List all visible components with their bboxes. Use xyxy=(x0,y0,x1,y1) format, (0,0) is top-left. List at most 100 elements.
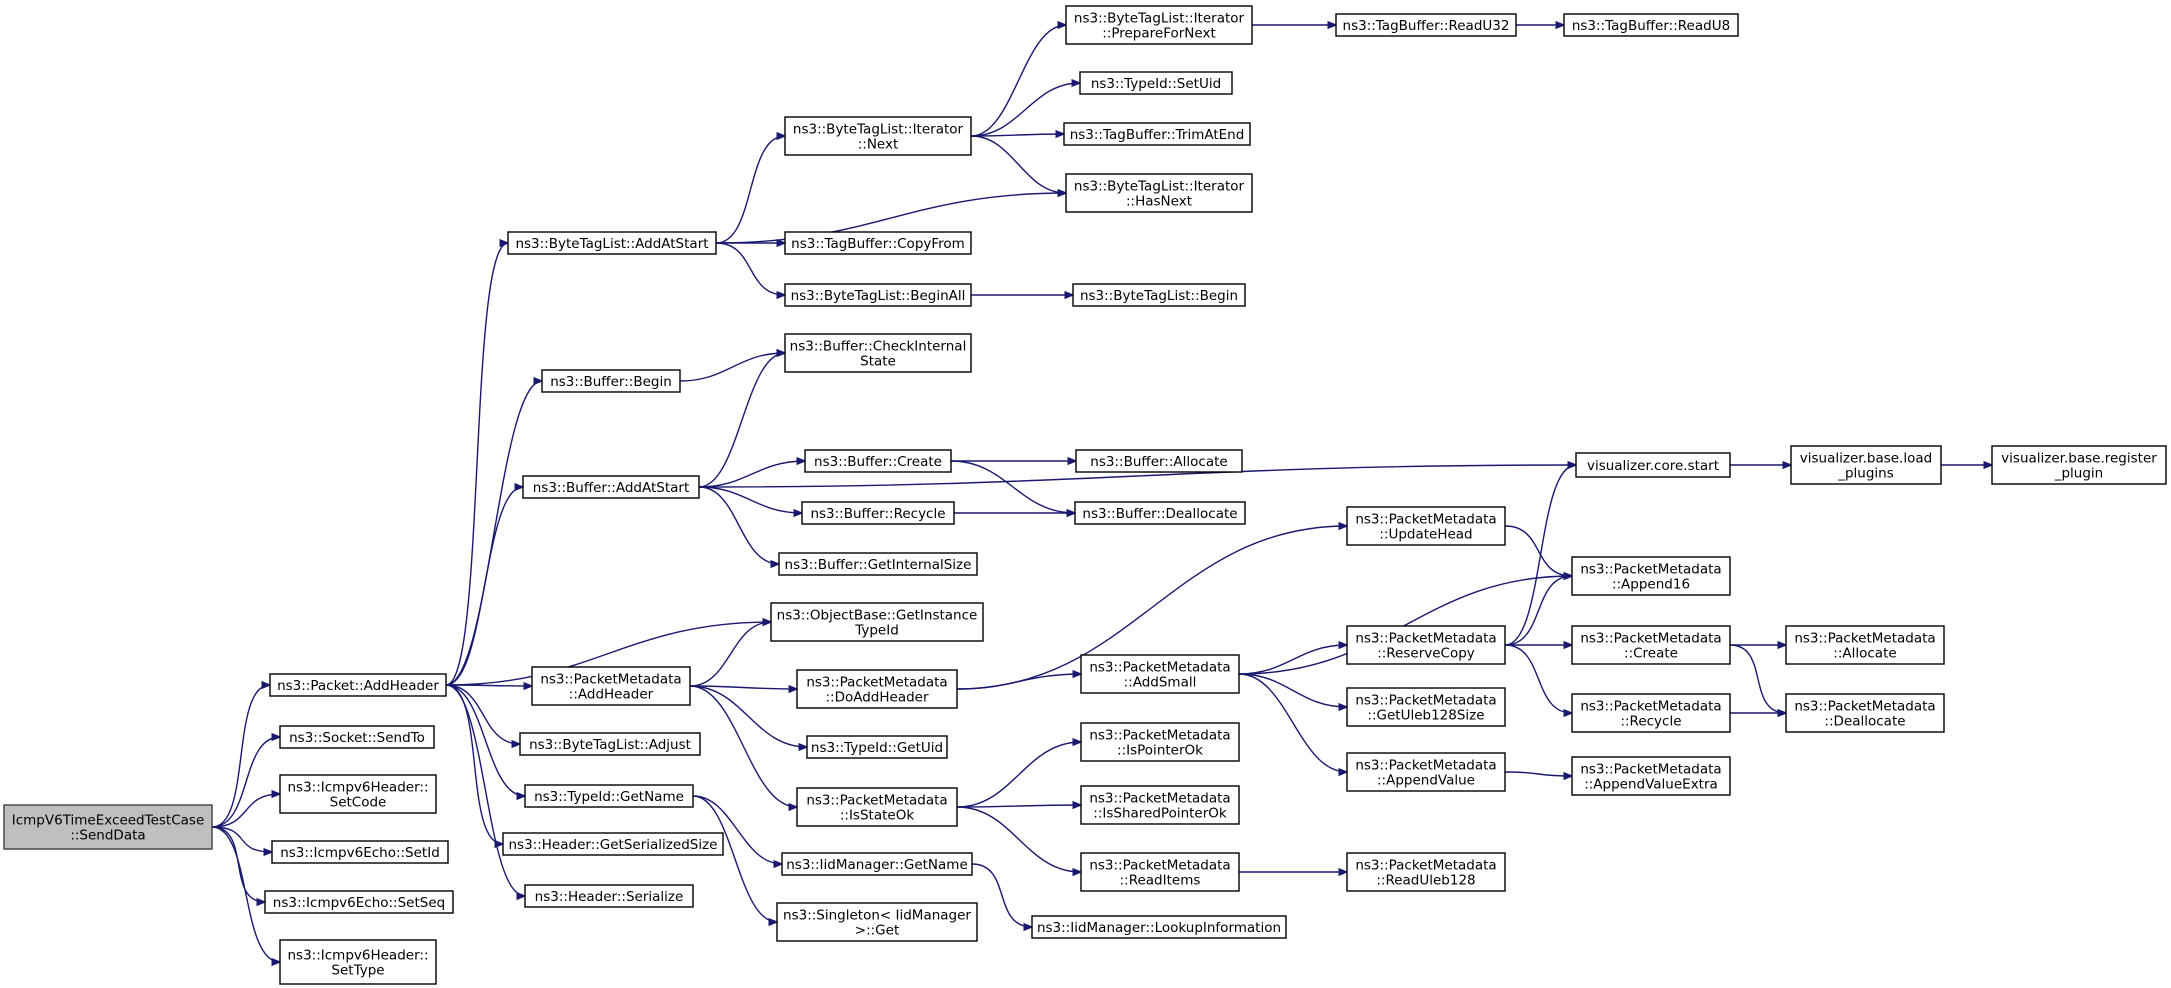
node-buf-addatstart[interactable]: ns3::Buffer::AddAtStart xyxy=(522,475,700,499)
node-label: ::Recycle xyxy=(1620,714,1681,730)
edge-pm-reservecopy-to-vis-start xyxy=(1504,465,1576,646)
node-tb-readu8[interactable]: ns3::TagBuffer::ReadU8 xyxy=(1563,13,1739,37)
node-buf-getinternalsize[interactable]: ns3::Buffer::GetInternalSize xyxy=(778,552,978,576)
node-singleton-get[interactable]: ns3::Singleton< IidManager>::Get xyxy=(776,902,978,942)
node-btl-addatstart[interactable]: ns3::ByteTagList::AddAtStart xyxy=(507,231,717,255)
node-pm-reservecopy[interactable]: ns3::PacketMetadata::ReserveCopy xyxy=(1346,625,1506,665)
edge-pkt-addheader-to-ob-getinstancetypeid xyxy=(445,622,771,686)
node-pm-recycle[interactable]: ns3::PacketMetadata::Recycle xyxy=(1571,693,1731,733)
node-socket-sendto[interactable]: ns3::Socket::SendTo xyxy=(279,725,435,749)
edge-btl-addatstart-to-btli-hasnext xyxy=(715,193,1066,244)
node-label: ns3::ObjectBase::GetInstance xyxy=(777,608,978,624)
node-label: ns3::TagBuffer::ReadU32 xyxy=(1343,18,1510,34)
node-btli-hasnext[interactable]: ns3::ByteTagList::Iterator::HasNext xyxy=(1065,173,1253,213)
node-btli-prepare[interactable]: ns3::ByteTagList::Iterator::PrepareForNe… xyxy=(1065,5,1253,45)
node-icmp-setcode[interactable]: ns3::Icmpv6Header::SetCode xyxy=(279,774,437,814)
node-pm-readitems[interactable]: ns3::PacketMetadata::ReadItems xyxy=(1080,852,1240,892)
node-label: ::PrepareForNext xyxy=(1102,26,1216,42)
node-tb-trimatend[interactable]: ns3::TagBuffer::TrimAtEnd xyxy=(1063,122,1251,146)
node-box xyxy=(279,725,435,749)
node-buf-recycle[interactable]: ns3::Buffer::Recycle xyxy=(801,501,955,525)
node-vis-start[interactable]: visualizer.core.start xyxy=(1575,452,1731,478)
node-buf-allocate[interactable]: ns3::Buffer::Allocate xyxy=(1075,449,1243,473)
node-typeid-setuid[interactable]: ns3::TypeId::SetUid xyxy=(1079,71,1233,95)
node-iid-getname[interactable]: ns3::IidManager::GetName xyxy=(781,852,973,876)
node-label: ::Create xyxy=(1624,646,1678,662)
edge-typeid-getname-to-singleton-get xyxy=(692,795,777,922)
node-icmp-settype[interactable]: ns3::Icmpv6Header::SetType xyxy=(279,939,437,985)
node-buf-begin[interactable]: ns3::Buffer::Begin xyxy=(541,369,681,393)
edge-iid-getname-to-iid-lookupinfo xyxy=(971,863,1032,927)
node-box xyxy=(1346,687,1506,727)
node-hdr-getsize[interactable]: ns3::Header::GetSerializedSize xyxy=(502,832,724,856)
node-box xyxy=(524,784,694,808)
edge-root-to-icmp-settype xyxy=(211,826,280,962)
edge-root-to-icmp-setcode xyxy=(211,794,280,828)
node-btli-next[interactable]: ns3::ByteTagList::Iterator::Next xyxy=(784,116,972,156)
node-box xyxy=(524,884,694,908)
node-root[interactable]: IcmpV6TimeExceedTestCase::SendData xyxy=(3,804,213,850)
node-label: ns3::PacketMetadata xyxy=(1089,858,1230,874)
node-box xyxy=(1346,852,1506,892)
node-box xyxy=(502,832,724,856)
node-label: visualizer.base.register xyxy=(2001,451,2157,467)
node-pm-addsmall[interactable]: ns3::PacketMetadata::AddSmall xyxy=(1080,654,1240,694)
node-label: ns3::PacketMetadata xyxy=(1580,562,1721,578)
node-btl-adjust[interactable]: ns3::ByteTagList::Adjust xyxy=(519,732,701,756)
node-pm-issharedpointerok[interactable]: ns3::PacketMetadata::IsSharedPointerOk xyxy=(1080,785,1240,825)
node-pm-append16[interactable]: ns3::PacketMetadata::Append16 xyxy=(1571,556,1731,596)
node-hdr-serialize[interactable]: ns3::Header::Serialize xyxy=(524,884,694,908)
edge-btl-addatstart-to-btli-next xyxy=(715,136,785,244)
node-pm-getuleb128size[interactable]: ns3::PacketMetadata::GetUleb128Size xyxy=(1346,687,1506,727)
node-label: _plugin xyxy=(2054,466,2104,482)
node-tb-readu32[interactable]: ns3::TagBuffer::ReadU32 xyxy=(1335,13,1517,37)
node-pm-updatehead[interactable]: ns3::PacketMetadata::UpdateHead xyxy=(1346,506,1506,546)
edge-pm-addsmall-to-pm-append16 xyxy=(1238,576,1572,675)
node-pm-allocate[interactable]: ns3::PacketMetadata::Allocate xyxy=(1785,625,1945,665)
edge-pm-addsmall-to-pm-appendvalue xyxy=(1238,673,1347,772)
node-label: ns3::ByteTagList::Iterator xyxy=(1074,11,1245,27)
node-pm-doaddheader[interactable]: ns3::PacketMetadata::DoAddHeader xyxy=(796,669,958,709)
node-buf-deallocate[interactable]: ns3::Buffer::Deallocate xyxy=(1074,501,1246,525)
node-btl-begin[interactable]: ns3::ByteTagList::Begin xyxy=(1072,283,1246,307)
node-box xyxy=(1080,654,1240,694)
node-pm-ispointerok[interactable]: ns3::PacketMetadata::IsPointerOk xyxy=(1080,722,1240,762)
node-box xyxy=(1080,785,1240,825)
node-vis-loadplugins[interactable]: visualizer.base.load_plugins xyxy=(1790,445,1942,485)
node-label: visualizer.base.load xyxy=(1800,451,1932,467)
node-pm-appendvalue[interactable]: ns3::PacketMetadata::AppendValue xyxy=(1346,752,1506,792)
node-box xyxy=(279,939,437,985)
node-box xyxy=(1571,625,1731,665)
node-pm-isstateok[interactable]: ns3::PacketMetadata::IsStateOk xyxy=(796,787,958,827)
node-typeid-getuid[interactable]: ns3::TypeId::GetUid xyxy=(806,735,948,759)
node-label: SetType xyxy=(331,963,384,979)
node-label: ns3::TypeId::GetUid xyxy=(811,740,943,756)
node-label: ns3::PacketMetadata xyxy=(1355,512,1496,528)
node-box xyxy=(1074,501,1246,525)
node-btl-beginall[interactable]: ns3::ByteTagList::BeginAll xyxy=(784,283,972,307)
node-label: ns3::Buffer::Allocate xyxy=(1090,454,1227,470)
node-buf-create[interactable]: ns3::Buffer::Create xyxy=(804,449,952,473)
edge-btli-next-to-tb-trimatend xyxy=(970,134,1064,136)
node-tb-copyfrom[interactable]: ns3::TagBuffer::CopyFrom xyxy=(784,231,972,255)
node-pm-addheader[interactable]: ns3::PacketMetadata::AddHeader xyxy=(531,666,691,706)
edge-pm-addsmall-to-pm-getuleb128size xyxy=(1238,673,1347,707)
node-pm-readuleb128[interactable]: ns3::PacketMetadata::ReadUleb128 xyxy=(1346,852,1506,892)
node-box xyxy=(1785,625,1945,665)
node-iid-lookupinfo[interactable]: ns3::IidManager::LookupInformation xyxy=(1031,915,1287,939)
node-vis-registerplugin[interactable]: visualizer.base.register_plugin xyxy=(1991,445,2167,485)
node-pm-create[interactable]: ns3::PacketMetadata::Create xyxy=(1571,625,1731,665)
node-typeid-getname[interactable]: ns3::TypeId::GetName xyxy=(524,784,694,808)
node-box xyxy=(776,902,978,942)
node-echo-setseq[interactable]: ns3::Icmpv6Echo::SetSeq xyxy=(264,890,454,914)
node-label: ns3::ByteTagList::Iterator xyxy=(793,122,964,138)
node-label: ns3::Buffer::CheckInternal xyxy=(790,339,967,355)
node-label: ns3::PacketMetadata xyxy=(1089,728,1230,744)
node-pkt-addheader[interactable]: ns3::Packet::AddHeader xyxy=(269,673,447,697)
node-pm-appendvalueextra[interactable]: ns3::PacketMetadata::AppendValueExtra xyxy=(1571,756,1731,796)
node-pm-deallocate[interactable]: ns3::PacketMetadata::Deallocate xyxy=(1785,693,1945,733)
node-echo-setid[interactable]: ns3::Icmpv6Echo::SetId xyxy=(271,840,449,864)
